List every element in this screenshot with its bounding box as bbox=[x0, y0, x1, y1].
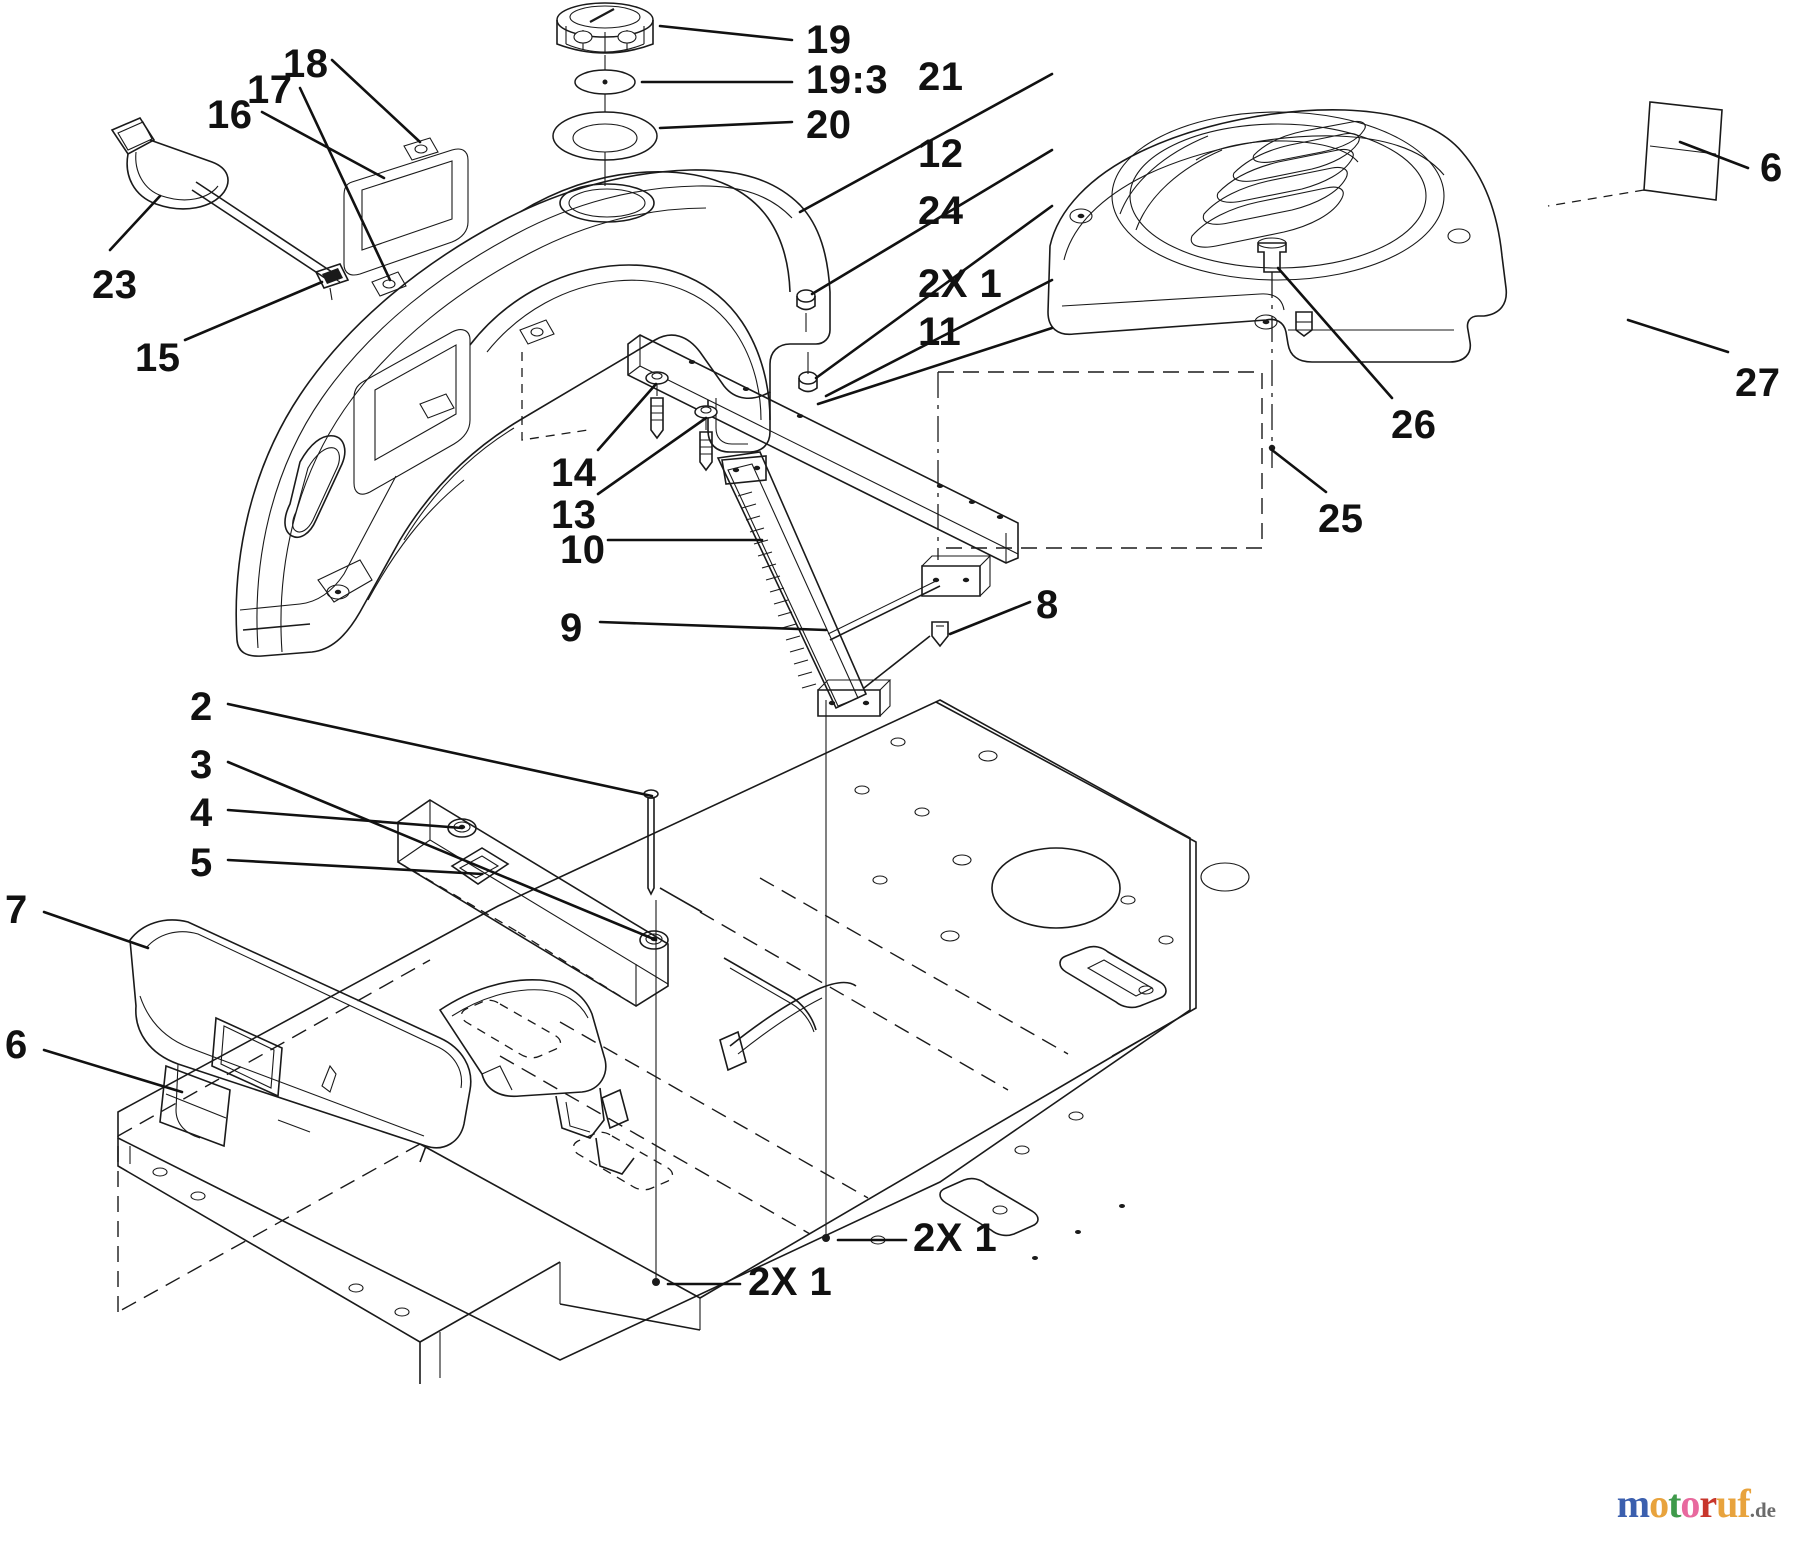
long-screw-2 bbox=[643, 789, 659, 896]
watermark-letter-o1: o bbox=[1649, 1481, 1669, 1526]
bottom-fastener-callouts bbox=[652, 700, 830, 1286]
watermark-letter-u: u bbox=[1716, 1481, 1738, 1526]
decal-upper bbox=[1547, 101, 1723, 207]
callout-23: 23 bbox=[92, 263, 138, 307]
callout-10: 10 bbox=[560, 528, 606, 572]
callout-quantity-2x1-lower-left: 2X 1 bbox=[748, 1260, 833, 1304]
engine-cover-grille bbox=[1047, 109, 1508, 363]
projection-outline-left bbox=[521, 352, 589, 441]
callout-15: 15 bbox=[135, 336, 181, 380]
callout-7: 7 bbox=[5, 888, 28, 932]
watermark-letter-m: m bbox=[1616, 1481, 1650, 1526]
callout-11: 11 bbox=[918, 310, 962, 354]
callout-17: 17 bbox=[247, 68, 293, 112]
throttle-control-lever bbox=[110, 116, 350, 301]
callout-quantity-2x1-upper: 2X 1 bbox=[918, 262, 1003, 306]
callout-13: 13 bbox=[551, 493, 597, 537]
callout-16: 16 bbox=[207, 93, 253, 137]
callout-3: 3 bbox=[190, 743, 213, 787]
callout-20: 20 bbox=[806, 103, 852, 147]
callout-18: 18 bbox=[283, 42, 329, 86]
callout-21: 21 bbox=[918, 55, 964, 99]
projection-outline-right bbox=[937, 371, 1263, 560]
callout-9: 9 bbox=[560, 606, 583, 650]
watermark-letter-r: r bbox=[1699, 1481, 1717, 1526]
callout-6-lower: 6 bbox=[5, 1023, 28, 1067]
fuel-cap-assembly bbox=[556, 2, 654, 78]
hood-mount-lugs bbox=[371, 137, 555, 419]
callout-12: 12 bbox=[918, 132, 964, 176]
hood-support-bar bbox=[627, 334, 1019, 597]
discharge-chute bbox=[438, 978, 635, 1175]
callout-14: 14 bbox=[551, 451, 597, 495]
motoruf-watermark: motoruf.de bbox=[1617, 1480, 1776, 1527]
callout-4: 4 bbox=[190, 791, 213, 835]
seat-panel-assembly bbox=[397, 799, 669, 1007]
callout-19-3: 19:3 bbox=[806, 58, 889, 102]
callout-5: 5 bbox=[190, 841, 213, 885]
callout-19: 19 bbox=[806, 18, 852, 62]
hood-fender-body bbox=[235, 148, 831, 657]
callout-25: 25 bbox=[1318, 497, 1364, 541]
callout-27: 27 bbox=[1735, 361, 1781, 405]
callout-quantity-2x1-lower-right: 2X 1 bbox=[913, 1216, 998, 1260]
callout-8: 8 bbox=[1036, 583, 1059, 627]
callout-26: 26 bbox=[1391, 403, 1437, 447]
front-shroud-assembly bbox=[129, 919, 472, 1163]
callout-2: 2 bbox=[190, 685, 213, 729]
mower-deck-frame bbox=[117, 699, 1250, 1384]
watermark-tld: .de bbox=[1749, 1498, 1776, 1522]
watermark-letter-t: t bbox=[1668, 1481, 1681, 1526]
fuel-tank-collar bbox=[552, 111, 658, 186]
hood-diagonal-brace bbox=[716, 451, 949, 717]
callout-24: 24 bbox=[918, 189, 964, 233]
callout-6-upper: 6 bbox=[1760, 146, 1783, 190]
watermark-letter-o2: o bbox=[1680, 1481, 1700, 1526]
fasteners-group bbox=[645, 289, 818, 472]
leader-lines bbox=[42, 24, 1750, 1286]
watermark-letter-f: f bbox=[1737, 1481, 1750, 1526]
